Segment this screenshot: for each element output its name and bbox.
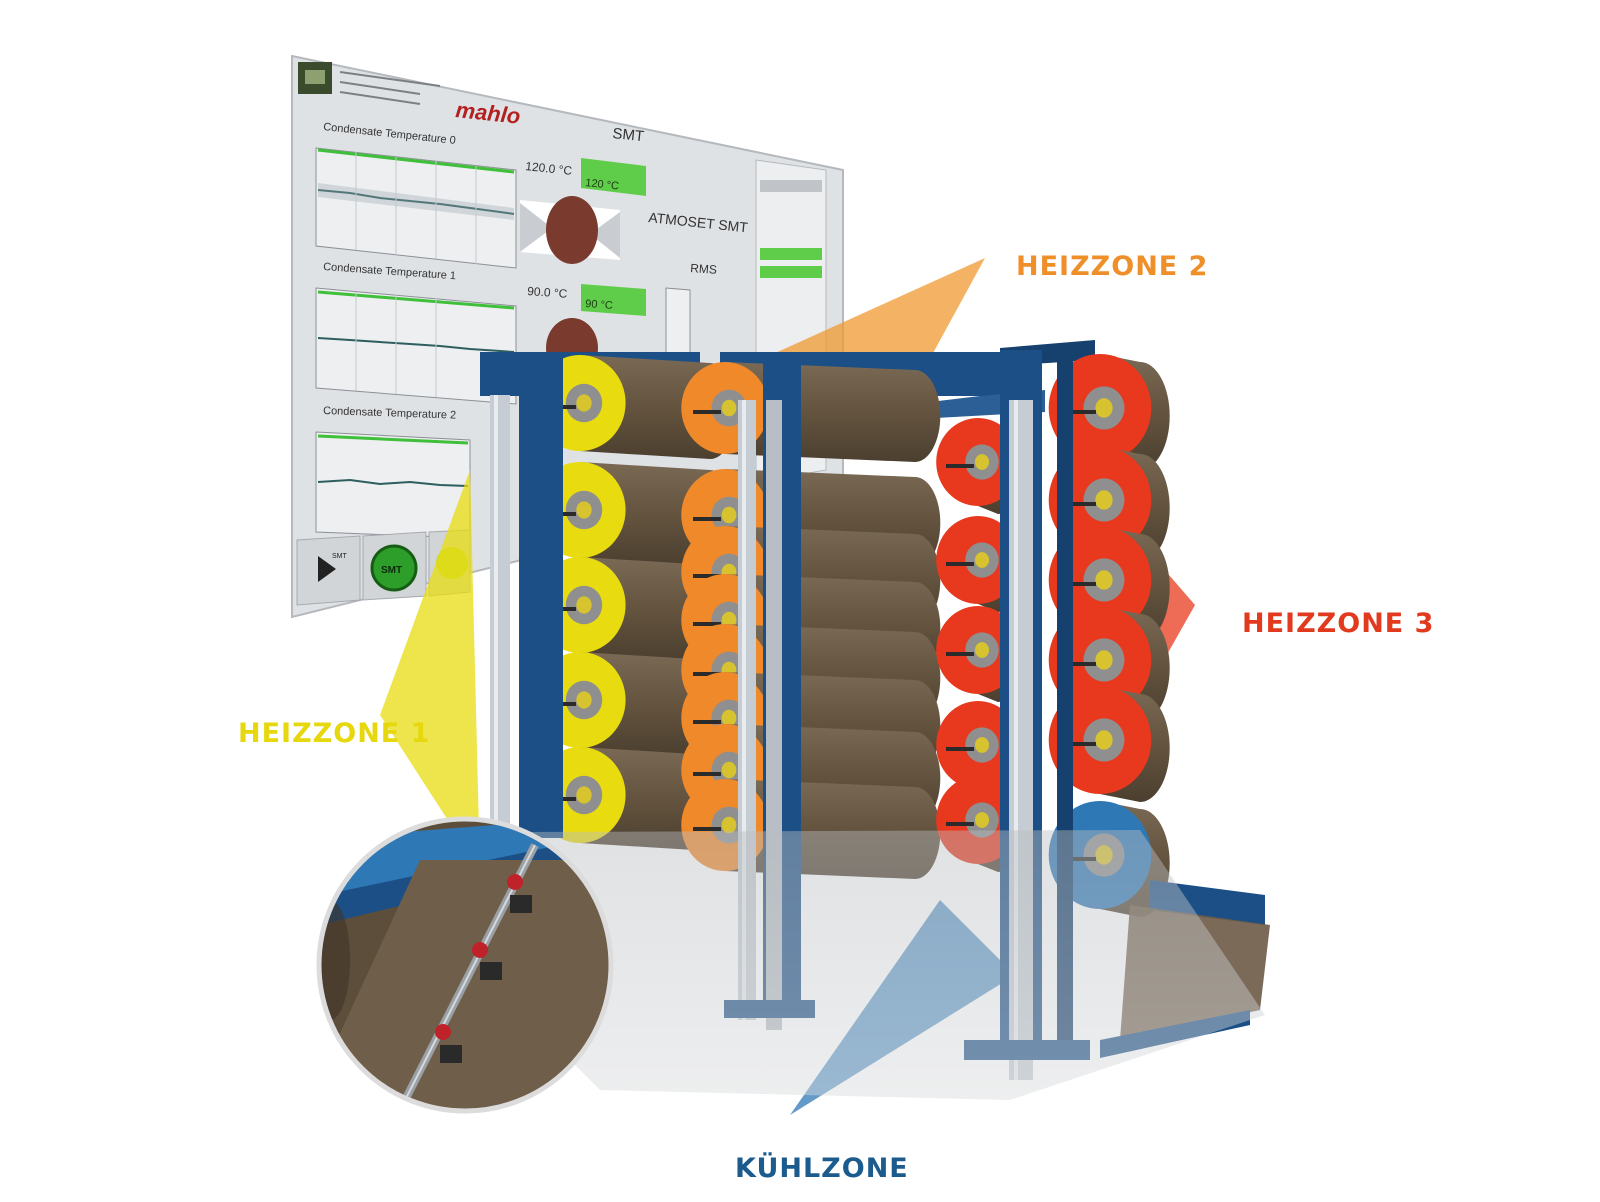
smt-button[interactable]: SMT [362,531,427,601]
valve-indicator-0 [546,196,598,264]
heizzone-1-label: HEIZZONE 1 [238,718,431,749]
play-button-label: SMT [332,553,348,560]
actual-value-box-1 [581,284,646,316]
heizzone-2-label: HEIZZONE 2 [1016,251,1209,282]
actual-value-0: 120 °C [585,177,620,192]
floor-reflection [520,830,1265,1100]
chart-title-2: Condensate Temperature 2 [323,405,456,422]
actual-value-box-0 [581,158,646,196]
setpoint-1: 90.0 °C [527,284,568,301]
heizzone-1-callout [380,470,480,870]
chart-panel-0: Condensate Temperature 0 [315,121,517,269]
rms-label: RMS [690,261,718,277]
hmi-screen: mahlo SMT Condensate Temperature 0 Conde… [291,54,844,619]
roller-column-heizzone-2 [681,362,941,879]
status-indicator-1 [760,266,822,278]
play-button[interactable]: SMT [296,535,361,606]
heizzone-3-label: HEIZZONE 3 [1242,608,1435,639]
status-indicator-0 [760,248,822,260]
screen-title: SMT [612,125,645,145]
roller-heizzone-3 [1048,526,1170,642]
roller-heizzone-3 [1048,354,1170,470]
actual-value-1: 90 °C [585,298,613,312]
kuehlzone-label: KÜHLZONE [735,1153,909,1184]
roller-heizzone-2 [681,362,941,462]
detail-magnifier [316,816,614,1114]
smt-button-label: SMT [381,565,402,576]
roller-heizzone-3 [1048,686,1170,802]
setpoint-0: 120.0 °C [525,159,573,178]
